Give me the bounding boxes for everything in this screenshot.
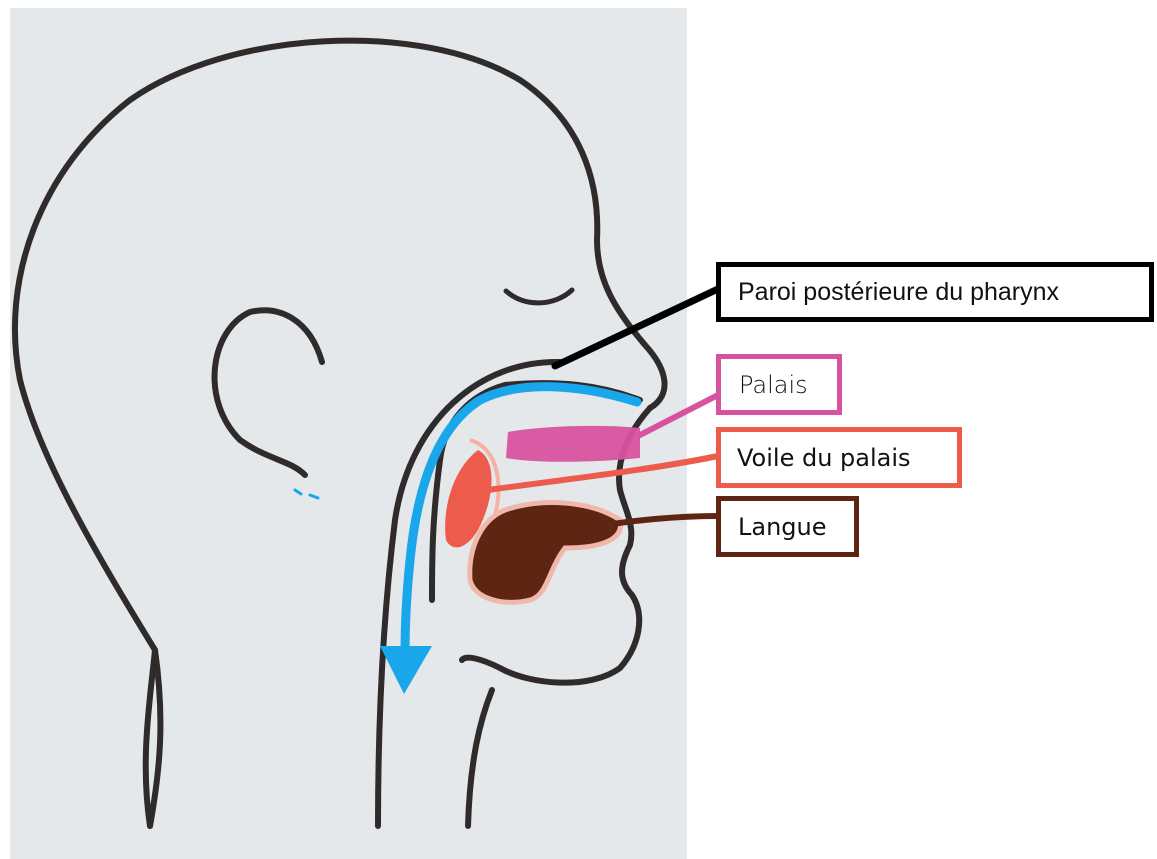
- label-palais: Palais: [716, 354, 842, 415]
- label-voile-du-palais: Voile du palais: [716, 427, 962, 488]
- label-langue-text: Langue: [738, 513, 827, 541]
- palate-shape: [506, 426, 640, 462]
- label-pharynx-text: Paroi postérieure du pharynx: [738, 278, 1059, 307]
- label-palais-text: Palais: [739, 371, 808, 399]
- label-langue: Langue: [716, 496, 859, 557]
- label-voile-text: Voile du palais: [737, 444, 911, 472]
- label-paroi-posterieure-pharynx: Paroi postérieure du pharynx: [716, 262, 1154, 322]
